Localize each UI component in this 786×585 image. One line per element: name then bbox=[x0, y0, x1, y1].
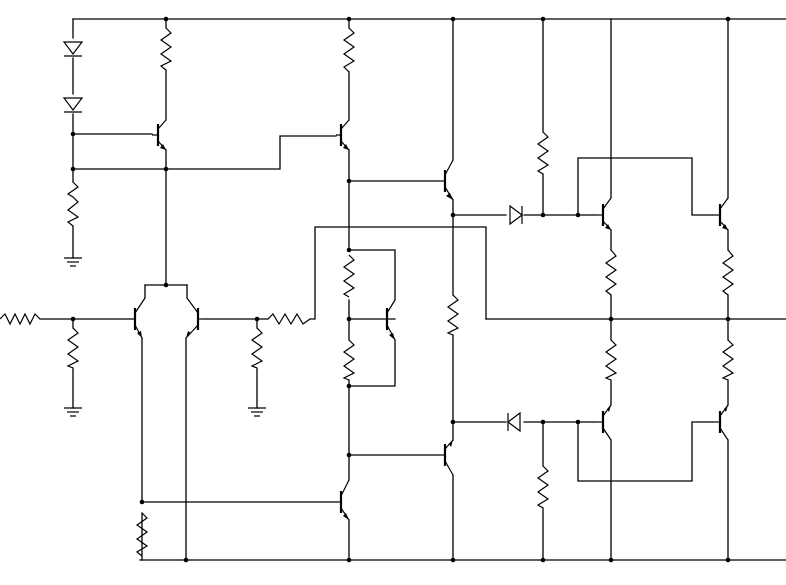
wires bbox=[39, 18, 786, 561]
transistor-output-upper bbox=[712, 197, 729, 231]
resistor-feedback-shunt bbox=[250, 327, 264, 369]
junction-dots bbox=[70, 16, 731, 563]
resistor-emitter-upper-right bbox=[721, 249, 735, 296]
resistor-bias-left bbox=[66, 181, 80, 227]
transistor-vbe-multiplier bbox=[385, 299, 396, 341]
grounds bbox=[64, 257, 266, 417]
transistor-vas-upper bbox=[336, 119, 350, 151]
ground-symbol-feedback bbox=[248, 407, 266, 417]
resistor-emitter-upper-left bbox=[604, 249, 618, 296]
resistor-tail bbox=[135, 512, 149, 557]
diode-bias-upper bbox=[62, 41, 84, 57]
transistor-driver-lower bbox=[437, 439, 454, 476]
transistor-input-left bbox=[132, 297, 146, 339]
resistors bbox=[0, 27, 735, 557]
diode-output-upper bbox=[509, 204, 523, 226]
resistor-vbe-lower bbox=[342, 339, 356, 381]
resistor-vbe-upper bbox=[342, 254, 356, 298]
ground-symbol-input bbox=[64, 407, 82, 417]
resistor-input-shunt bbox=[66, 327, 80, 369]
resistor-vas-load bbox=[342, 27, 356, 73]
transistor-driver-upper bbox=[437, 159, 454, 201]
transistors bbox=[132, 119, 729, 521]
resistor-bias-upper bbox=[536, 131, 550, 175]
resistor-bias-top bbox=[159, 27, 173, 71]
transistor-current-source bbox=[152, 119, 167, 151]
resistor-driver-emitter bbox=[446, 294, 460, 336]
resistor-emitter-lower-left bbox=[604, 339, 618, 381]
diode-bias-lower bbox=[62, 97, 84, 113]
transistor-predriver-upper bbox=[595, 197, 612, 231]
transistor-vas-lower bbox=[336, 479, 350, 521]
diode-output-lower bbox=[507, 411, 521, 433]
ground-symbol-bias bbox=[64, 257, 82, 267]
transistor-input-right bbox=[185, 297, 205, 339]
diodes bbox=[62, 41, 523, 433]
resistor-feedback-series bbox=[267, 312, 311, 326]
transistor-output-lower bbox=[712, 404, 729, 441]
resistor-bias-lower bbox=[536, 465, 550, 509]
resistor-emitter-lower-right bbox=[721, 339, 735, 381]
resistor-input-series bbox=[0, 312, 41, 326]
transistor-predriver-lower bbox=[595, 404, 612, 441]
